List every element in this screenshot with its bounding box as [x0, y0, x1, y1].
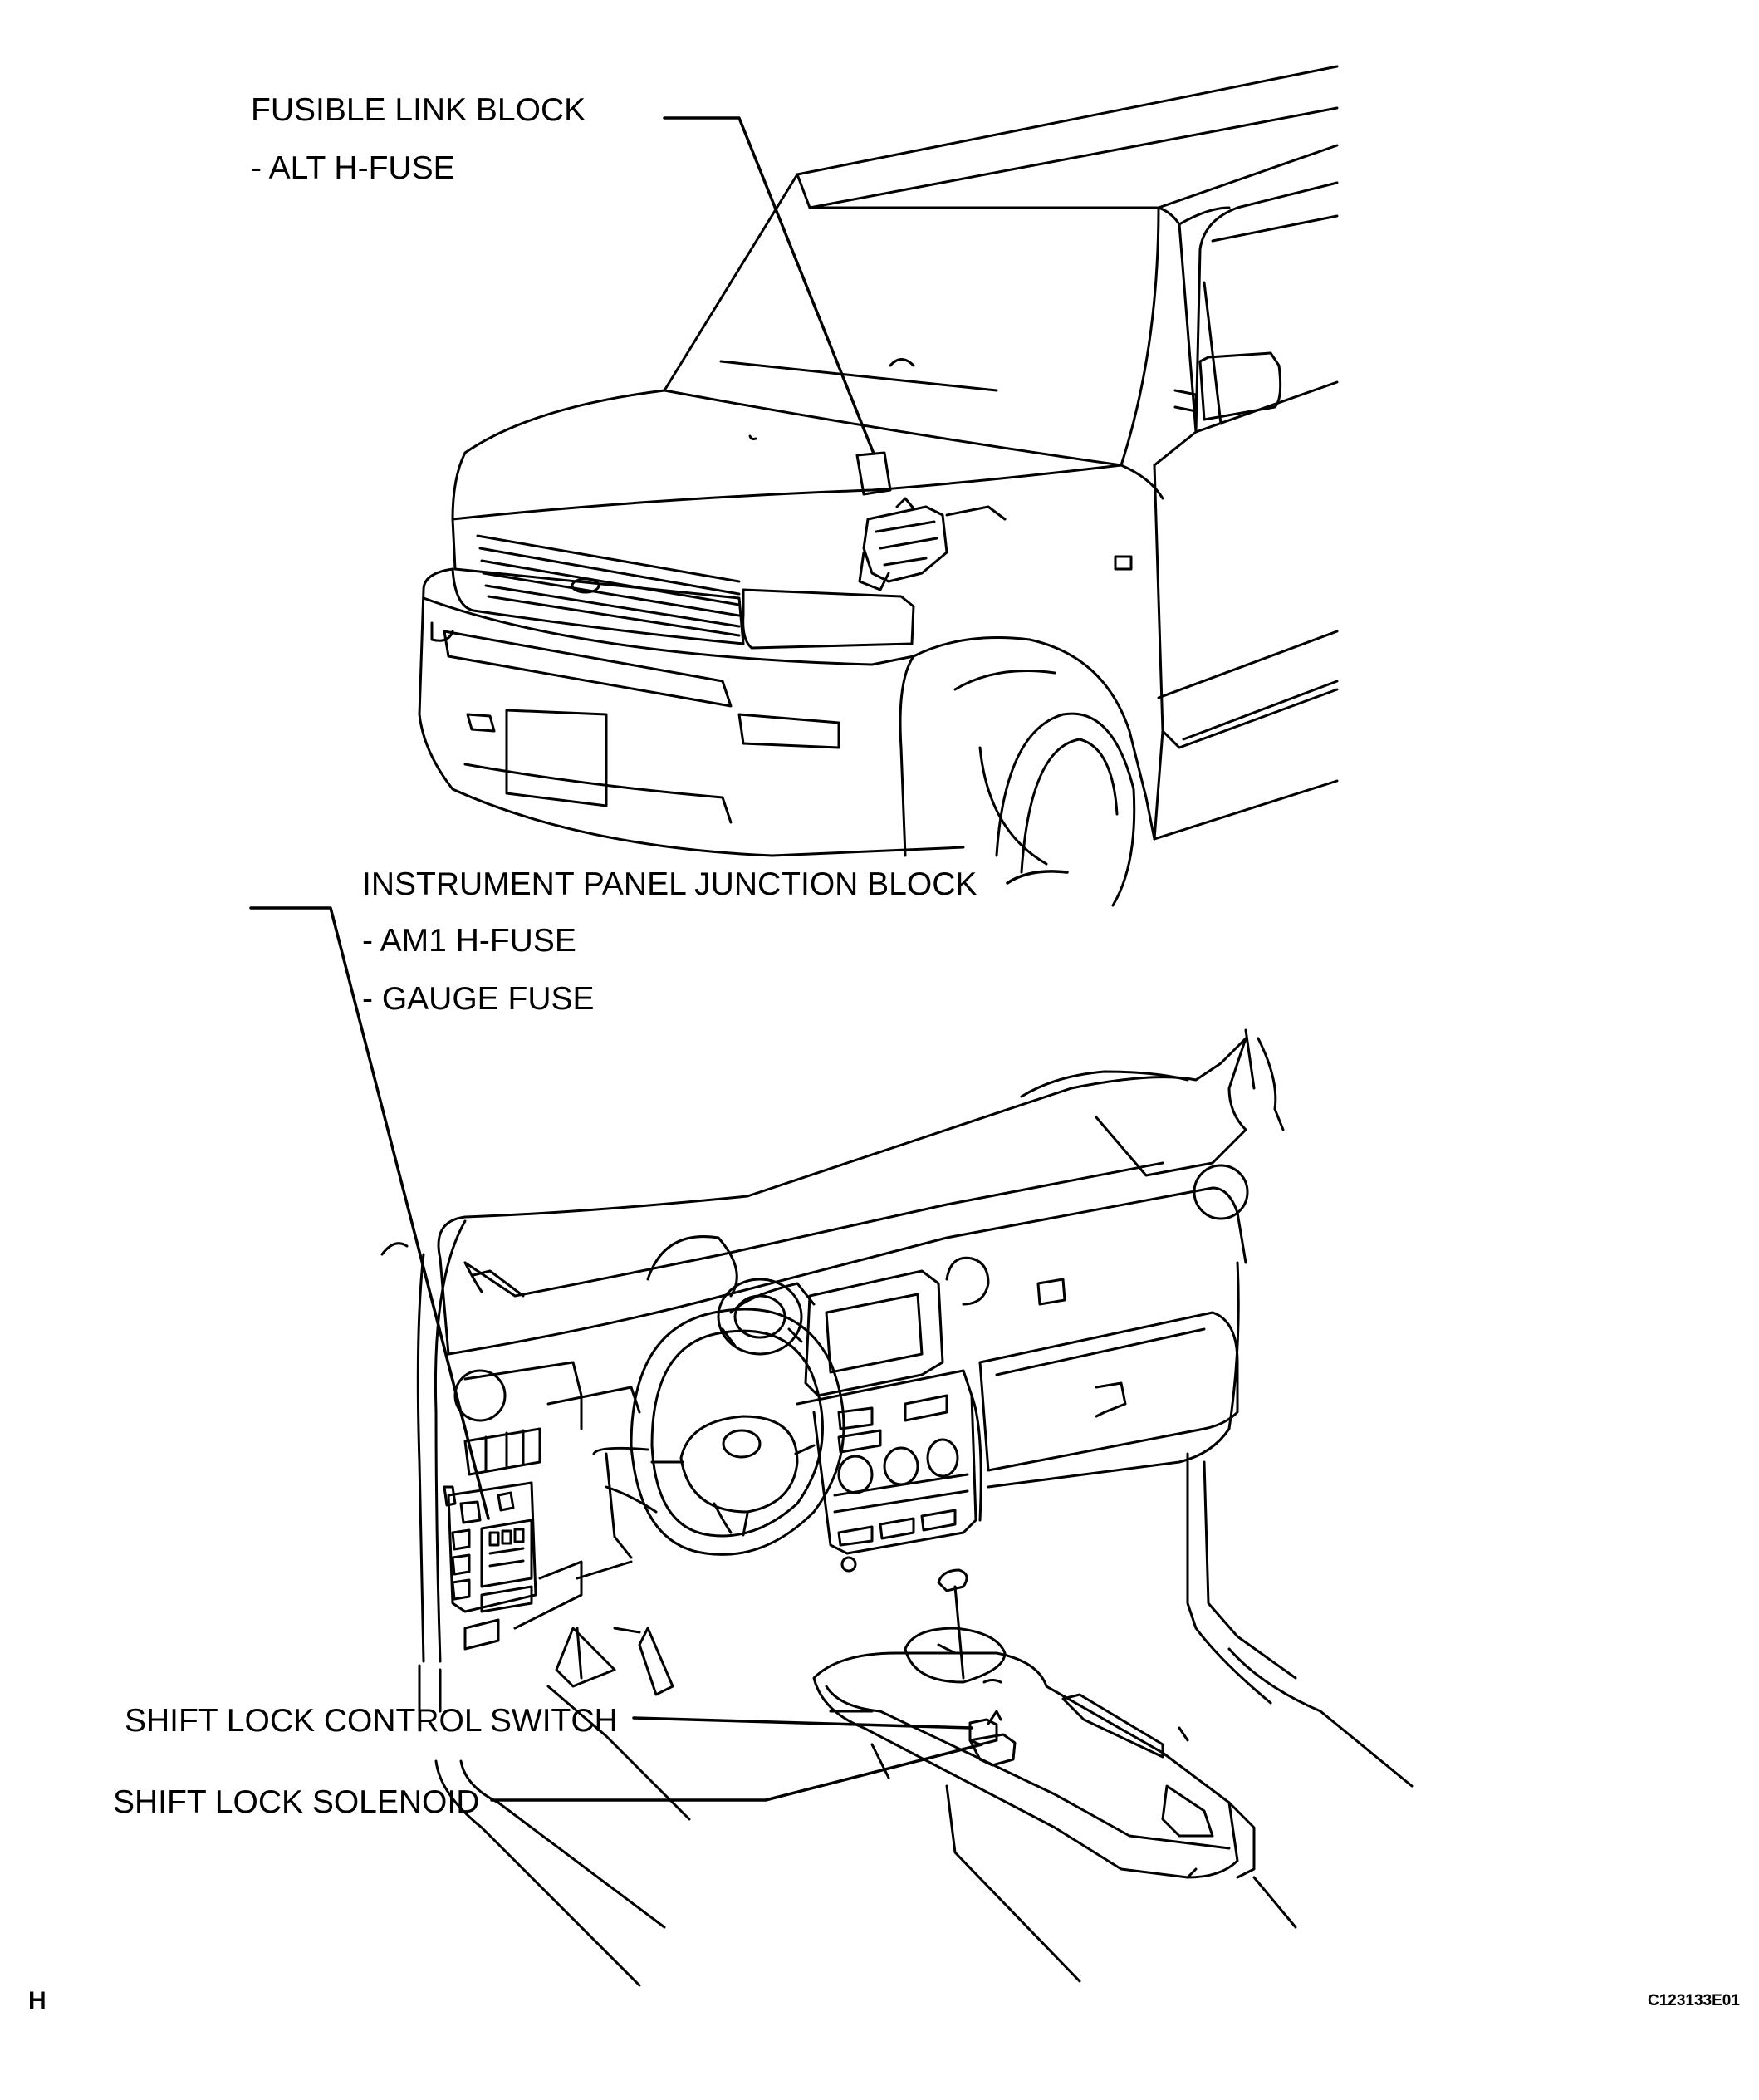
dashboard-face: [439, 1186, 1247, 1356]
shift-lever: [953, 1585, 965, 1680]
vehicle-exterior: [418, 65, 1339, 907]
roof-outline: [796, 65, 1339, 209]
shift-lock-solenoid-part: [968, 1733, 1017, 1767]
vehicle-interior: [380, 1028, 1414, 1987]
leader-shift-lock-control-switch: [632, 1716, 973, 1730]
steering-hub: [679, 1415, 799, 1514]
footer-left-mark: H: [28, 1987, 47, 2014]
center-stack: [796, 1369, 977, 1555]
leader-shift-lock-solenoid: [490, 1743, 983, 1802]
dashboard-top: [437, 1037, 1247, 1260]
grille: [451, 518, 745, 645]
fusible-link-block-title: FUSIBLE LINK BLOCK: [251, 92, 586, 128]
leader-instrument-panel-junction-block: [249, 906, 490, 1520]
front-bumper: [418, 567, 965, 857]
shift-lock-solenoid-title: SHIFT LOCK SOLENOID: [113, 1784, 480, 1820]
hood: [451, 389, 1123, 521]
leader-lines: [249, 116, 1069, 1802]
windshield: [663, 173, 1160, 467]
center-display: [804, 1269, 944, 1397]
parking-brake: [1061, 1693, 1164, 1759]
license-plate: [505, 709, 608, 807]
instrument-panel-junction-block-title: INSTRUMENT PANEL JUNCTION BLOCK: [362, 866, 977, 902]
fusible-link-block-item-alt: - ALT H-FUSE: [251, 150, 455, 186]
side-mirror: [1198, 351, 1282, 421]
instrument-panel-junction-block-item-am1: - AM1 H-FUSE: [362, 923, 576, 959]
steering-wheel: [630, 1308, 845, 1556]
front-wheel: [995, 712, 1136, 907]
shift-lock-control-switch-title: SHIFT LOCK CONTROL SWITCH: [125, 1703, 618, 1739]
center-console: [812, 1651, 1239, 1879]
glove-box: [978, 1311, 1239, 1472]
left-pillar: [434, 1219, 467, 1663]
headlight: [742, 588, 915, 650]
leader-instrument-panel-junction-block-tail: [1006, 870, 1069, 885]
instrument-panel-junction-block-item-gauge: - GAUGE FUSE: [362, 981, 595, 1017]
leader-fusible-link-block: [663, 116, 875, 455]
footer-figure-code: C123133E01: [1648, 1992, 1740, 2009]
brake-pedal: [555, 1627, 616, 1688]
fusible-link-block-part: [855, 451, 892, 496]
left-air-vent: [453, 1369, 507, 1422]
instrument-hood: [646, 1235, 738, 1298]
wheel-arch: [912, 636, 1156, 841]
accelerator-pedal: [638, 1627, 674, 1696]
right-air-vent: [1193, 1164, 1249, 1220]
